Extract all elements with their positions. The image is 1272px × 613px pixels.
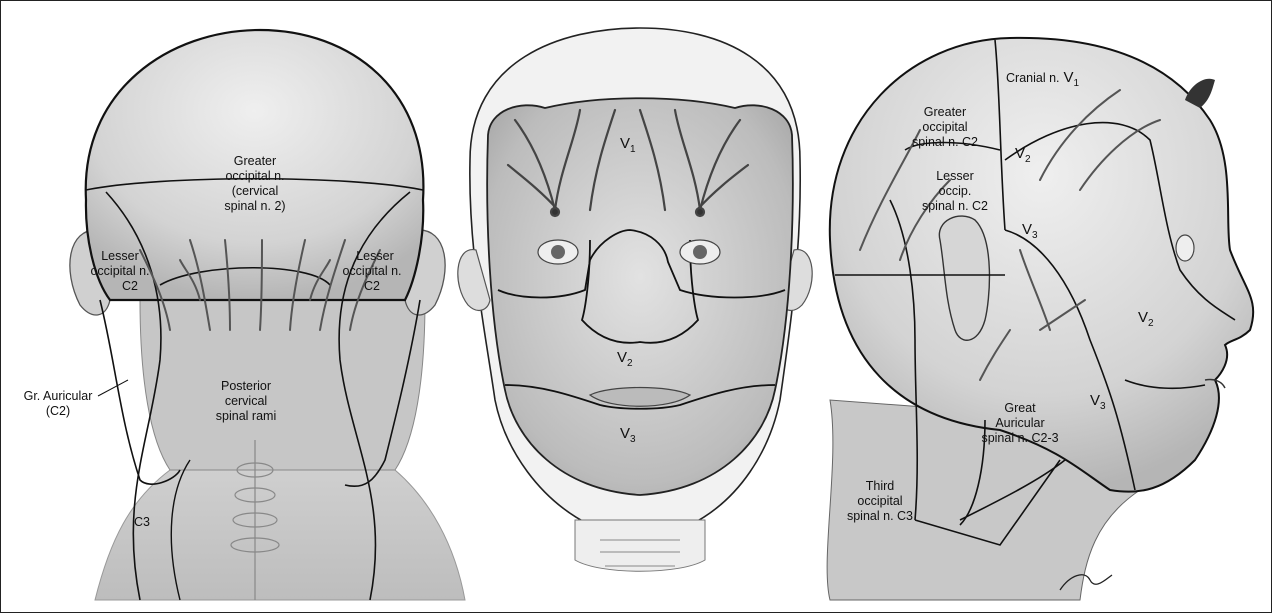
label-lesser-occipital-right-1: Lesser bbox=[356, 249, 394, 263]
label-great-auricular-2: Auricular bbox=[995, 416, 1044, 430]
gr-auricular-leader bbox=[98, 380, 128, 396]
label-greater-occipital-4: spinal n. 2) bbox=[224, 199, 285, 213]
label-third-occipital-2: occipital bbox=[857, 494, 902, 508]
label-c3: C3 bbox=[134, 515, 150, 529]
lateral-eye bbox=[1176, 235, 1194, 261]
label-posterior-rami-2: cervical bbox=[225, 394, 267, 408]
label-gr-auricular-2: (C2) bbox=[46, 404, 70, 418]
posterior-neck bbox=[140, 300, 425, 470]
anterior-neck bbox=[575, 520, 705, 571]
label-lesser-occip-1: Lesser bbox=[936, 169, 974, 183]
label-lesser-occip-2: occip. bbox=[939, 184, 972, 198]
label-lateral-greater-occipital-3: spinal n. C2 bbox=[912, 135, 978, 149]
label-lateral-greater-occipital-2: occipital bbox=[922, 120, 967, 134]
label-lesser-occipital-left-1: Lesser bbox=[101, 249, 139, 263]
label-lesser-occipital-left-3: C2 bbox=[122, 279, 138, 293]
label-third-occipital-1: Third bbox=[866, 479, 895, 493]
label-greater-occipital-2: occipital n. bbox=[225, 169, 284, 183]
label-greater-occipital-1: Greater bbox=[234, 154, 276, 168]
label-lateral-greater-occipital-1: Greater bbox=[924, 105, 966, 119]
label-lesser-occipital-right-3: C2 bbox=[364, 279, 380, 293]
label-lesser-occipital-left-2: occipital n. bbox=[90, 264, 149, 278]
label-great-auricular-1: Great bbox=[1004, 401, 1036, 415]
posterior-shoulders bbox=[95, 470, 465, 600]
label-lesser-occip-3: spinal n. C2 bbox=[922, 199, 988, 213]
anterior-head-view bbox=[458, 28, 812, 571]
label-gr-auricular-1: Gr. Auricular bbox=[24, 389, 93, 403]
label-greater-occipital-3: (cervical bbox=[232, 184, 279, 198]
posterior-head-view bbox=[70, 30, 465, 600]
label-posterior-rami-3: spinal rami bbox=[216, 409, 276, 423]
label-third-occipital-3: spinal n. C3 bbox=[847, 509, 913, 523]
label-posterior-rami-1: Posterior bbox=[221, 379, 271, 393]
label-great-auricular-3: spinal n. C2-3 bbox=[981, 431, 1058, 445]
label-lesser-occipital-right-2: occipital n. bbox=[342, 264, 401, 278]
